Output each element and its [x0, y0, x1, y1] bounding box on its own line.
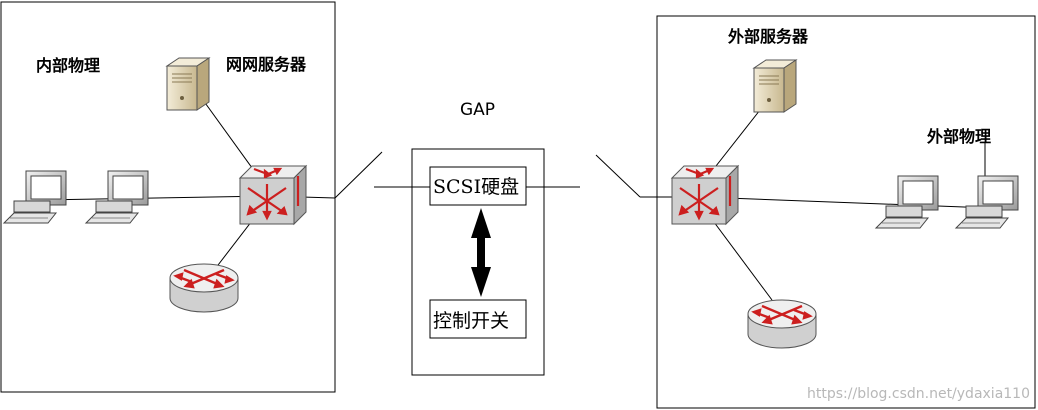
server-icon — [753, 59, 797, 113]
external-network-box — [656, 15, 1036, 409]
switch-icon — [670, 164, 740, 226]
control-switch-box — [429, 299, 527, 339]
inner-server-label: 网网服务器 — [226, 55, 307, 74]
workstation-icon — [955, 175, 1019, 229]
switch-icon — [238, 164, 308, 226]
scsi-disk-box — [429, 166, 527, 206]
gap-label: GAP — [460, 100, 495, 120]
workstation-icon — [85, 170, 149, 224]
router-icon — [168, 262, 240, 314]
server-icon — [166, 57, 210, 111]
control-switch-label: 控制开关 — [433, 310, 509, 332]
gap-device-box — [411, 148, 545, 376]
outer-server-label: 外部服务器 — [727, 27, 809, 46]
outer-physical-label: 外部物理 — [926, 127, 991, 146]
scsi-disk-label: SCSI硬盘 — [433, 176, 519, 198]
workstation-icon — [3, 170, 67, 224]
workstation-icon — [875, 175, 939, 229]
internal-network-box — [0, 1, 336, 393]
watermark-text: https://blog.csdn.net/ydaxia110 — [807, 386, 1030, 402]
router-icon — [746, 298, 818, 350]
bidirectional-arrow-icon — [471, 208, 491, 297]
inner-physical-label: 内部物理 — [36, 56, 100, 75]
